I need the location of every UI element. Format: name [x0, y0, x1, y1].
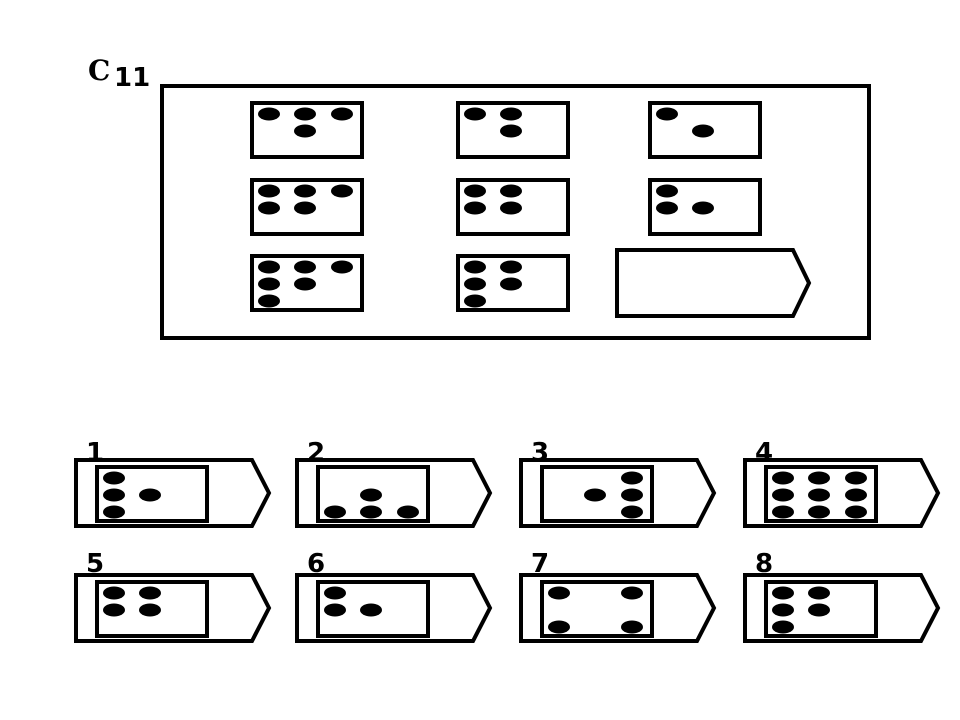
matrix-cell [456, 178, 570, 236]
dot [464, 107, 486, 121]
dot [500, 260, 522, 274]
dot [621, 620, 643, 634]
dot [772, 488, 794, 502]
dot [656, 201, 678, 215]
answer-option-4[interactable]: 4 [743, 438, 941, 528]
option-label: 6 [307, 549, 325, 579]
dot [360, 488, 382, 502]
dot [294, 201, 316, 215]
dot [294, 107, 316, 121]
dot [464, 294, 486, 308]
dot [808, 603, 830, 617]
dot [258, 260, 280, 274]
dot [103, 586, 125, 600]
dot [584, 488, 606, 502]
dot [808, 505, 830, 519]
dot [258, 294, 280, 308]
dot [258, 184, 280, 198]
dot [808, 586, 830, 600]
dot [656, 107, 678, 121]
dot [692, 124, 714, 138]
dot [464, 277, 486, 291]
dot [258, 107, 280, 121]
answer-option-1[interactable]: 1 [74, 438, 272, 528]
dot [772, 603, 794, 617]
dot [324, 505, 346, 519]
dot [397, 505, 419, 519]
dot [331, 184, 353, 198]
dot [294, 184, 316, 198]
dot [500, 124, 522, 138]
matrix-grid [250, 101, 762, 312]
dot [464, 260, 486, 274]
dot [324, 603, 346, 617]
dot [139, 603, 161, 617]
dot [692, 201, 714, 215]
dot [360, 505, 382, 519]
missing-cell-slot [615, 248, 812, 318]
dot [103, 603, 125, 617]
dot [808, 471, 830, 485]
dot [845, 488, 867, 502]
dot [772, 471, 794, 485]
option-label: 5 [86, 549, 104, 579]
dot [103, 471, 125, 485]
matrix-cell [456, 101, 570, 159]
answer-option-7[interactable]: 7 [519, 549, 717, 643]
dot [331, 107, 353, 121]
answer-option-8[interactable]: 8 [743, 549, 941, 643]
dot [656, 184, 678, 198]
matrix-cell [250, 254, 364, 312]
answer-option-6[interactable]: 6 [295, 549, 493, 643]
dot [464, 184, 486, 198]
dot [139, 488, 161, 502]
dot [324, 586, 346, 600]
dot [621, 586, 643, 600]
dot [464, 201, 486, 215]
matrix-cell [456, 254, 570, 312]
answer-option-5[interactable]: 5 [74, 549, 272, 643]
dot [103, 505, 125, 519]
dot [845, 505, 867, 519]
dot [500, 184, 522, 198]
dot [845, 471, 867, 485]
option-label: 8 [755, 549, 773, 579]
dot [808, 488, 830, 502]
matrix-cell [648, 178, 762, 236]
series-letter: C [88, 54, 110, 87]
matrix-frame [160, 84, 871, 340]
dot [139, 586, 161, 600]
matrix-cell [250, 178, 364, 236]
item-number: 11 [114, 63, 150, 93]
dot [294, 260, 316, 274]
matrix-cell [250, 101, 364, 159]
answer-option-2[interactable]: 2 [295, 438, 493, 528]
dot [258, 277, 280, 291]
dot [772, 505, 794, 519]
dot [294, 277, 316, 291]
dot [772, 586, 794, 600]
dot [548, 620, 570, 634]
dot [621, 471, 643, 485]
dot [500, 201, 522, 215]
dot [500, 107, 522, 121]
dot [331, 260, 353, 274]
dot [621, 488, 643, 502]
dot [360, 603, 382, 617]
dot [103, 488, 125, 502]
answer-option-3[interactable]: 3 [519, 438, 717, 528]
dot [621, 505, 643, 519]
dot [772, 620, 794, 634]
dot [548, 586, 570, 600]
dot [294, 124, 316, 138]
dot [500, 277, 522, 291]
dot [258, 201, 280, 215]
matrix-cell [648, 101, 762, 159]
option-label: 7 [531, 549, 549, 579]
